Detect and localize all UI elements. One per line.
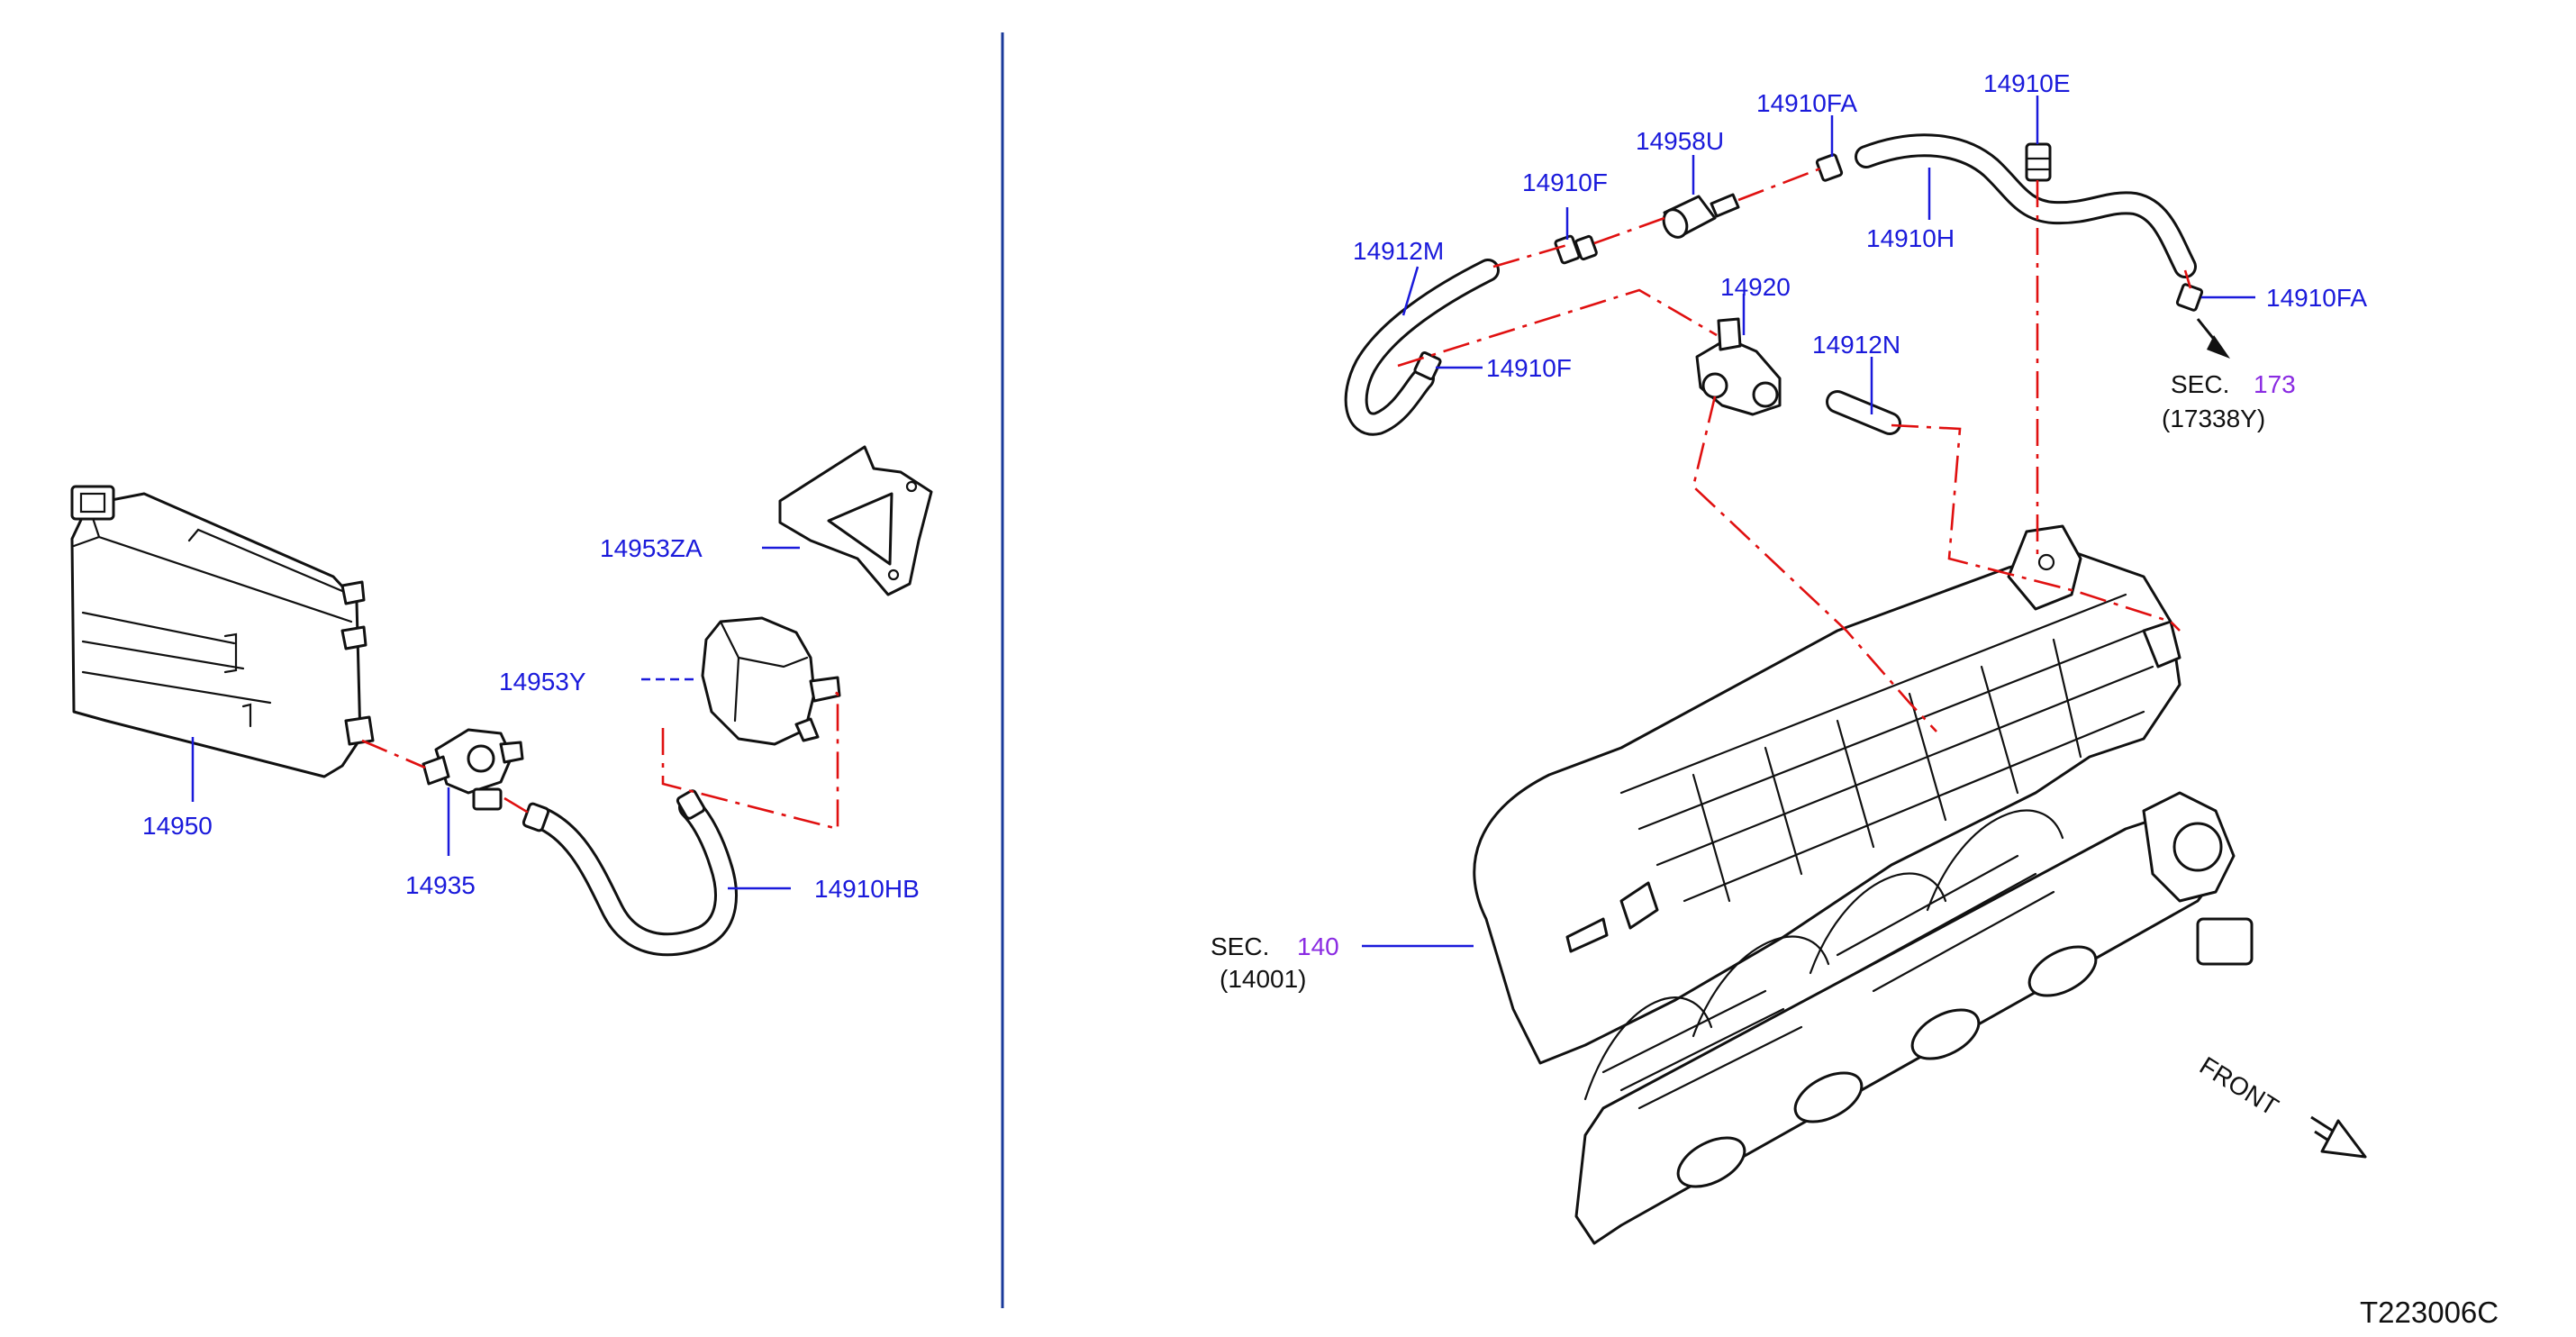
clip-14910E: [2025, 142, 2052, 182]
label-14950: 14950: [142, 812, 213, 840]
label-14910HB: 14910HB: [814, 875, 920, 903]
svg-text:SEC.: SEC.: [2171, 370, 2229, 398]
clip-14910F-upper: [1554, 234, 1598, 265]
leader-14912M: [1401, 266, 1420, 316]
vacuum-unit-14953Y: [701, 616, 841, 746]
label-14935: 14935: [405, 871, 476, 899]
label-14910FA-top: 14910FA: [1756, 89, 1857, 117]
connection-14920-manifold: [1692, 396, 1937, 732]
section-ref-173: SEC. 173 (17338Y): [2162, 370, 2296, 432]
front-arrow-icon: [2310, 1115, 2367, 1159]
hose-14912M: [1344, 259, 1500, 436]
label-14910H: 14910H: [1866, 224, 1955, 252]
label-14910E: 14910E: [1983, 69, 2071, 97]
section-ref-140: SEC. 140 (14001): [1211, 932, 1339, 993]
label-14910FA-right: 14910FA: [2266, 284, 2367, 312]
front-indicator: FRONT: [2195, 1051, 2367, 1159]
label-14920: 14920: [1720, 273, 1791, 301]
svg-text:173: 173: [2254, 370, 2296, 398]
connection-filter-clip: [1593, 216, 1665, 245]
label-14910F-low: 14910F: [1486, 354, 1572, 382]
clip-14910FA-right: [2175, 283, 2204, 312]
hose-14912N: [1826, 390, 1901, 435]
connection-canister-valve: [361, 739, 426, 769]
hose-14910H: [1855, 133, 2197, 278]
label-14953ZA: 14953ZA: [600, 534, 703, 562]
label-14910F-top: 14910F: [1522, 168, 1608, 196]
label-14912M: 14912M: [1353, 237, 1444, 265]
label-14912N: 14912N: [1812, 331, 1900, 359]
svg-text:SEC.: SEC.: [1211, 932, 1269, 960]
connection-14912N-manifold: [1891, 423, 2181, 632]
label-14958U: 14958U: [1636, 127, 1724, 155]
bracket-14953ZA: [778, 445, 933, 596]
connection-valve-hose: [503, 796, 532, 816]
svg-text:(17338Y): (17338Y): [2162, 405, 2265, 432]
charcoal-canister: [70, 485, 375, 778]
connection-hose-sec173: [2183, 269, 2192, 289]
connection-14912M-14920: [1397, 288, 1718, 368]
svg-text:140: 140: [1297, 932, 1339, 960]
solenoid-valve-14920: [1695, 317, 1782, 416]
filter-14958U: [1662, 193, 1740, 239]
connection-hose-unit: [661, 687, 839, 831]
svg-text:(14001): (14001): [1220, 965, 1307, 993]
connection-filter-14910FA: [1737, 166, 1824, 202]
diagram-code: T223006C: [2360, 1296, 2499, 1329]
label-14953Y: 14953Y: [499, 668, 586, 696]
arrow-to-sec173: [2196, 318, 2230, 359]
clip-14910FA-top: [1815, 153, 1844, 182]
connection-14912M-filter: [1492, 243, 1568, 268]
front-label: FRONT: [2195, 1051, 2283, 1121]
intake-manifold-assembly: [1473, 524, 2254, 1245]
purge-control-valve: [422, 728, 524, 811]
hose-14910HB: [522, 789, 738, 957]
